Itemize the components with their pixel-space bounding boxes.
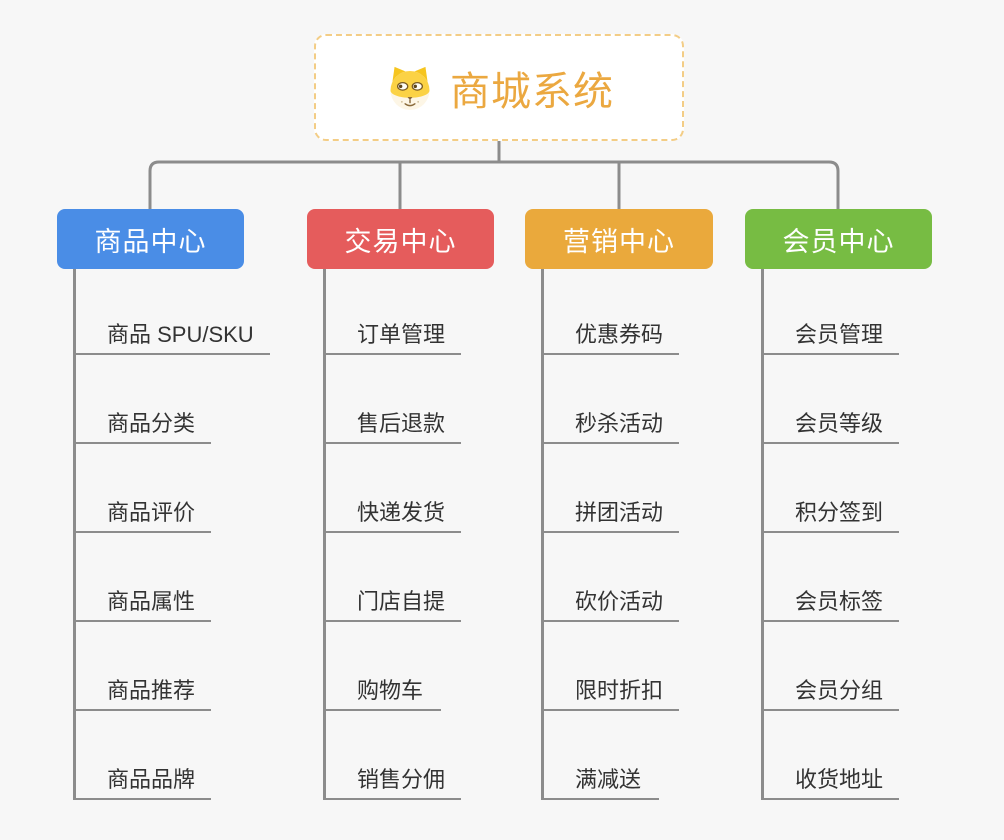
leaf-node[interactable]: 售后退款: [323, 355, 462, 444]
leaf-label: 购物车: [357, 677, 424, 703]
leaf-node[interactable]: 商品属性: [73, 533, 212, 622]
leaf-node[interactable]: 商品 SPU/SKU: [73, 266, 270, 355]
leaf-node[interactable]: 秒杀活动: [541, 355, 680, 444]
leaf-label: 门店自提: [357, 588, 446, 614]
leaf-label: 商品推荐: [107, 677, 196, 703]
leaf-node[interactable]: 商品评价: [73, 444, 212, 533]
leaf-label: 积分签到: [795, 499, 884, 525]
leaf-label: 满减送: [575, 766, 642, 792]
leaf-node[interactable]: 销售分佣: [323, 711, 462, 800]
leaf-node[interactable]: 门店自提: [323, 533, 462, 622]
leaf-node[interactable]: 商品分类: [73, 355, 212, 444]
leaf-label: 订单管理: [357, 321, 446, 347]
leaf-node[interactable]: 满减送: [541, 711, 659, 800]
branch-label: 交易中心: [344, 226, 457, 257]
leaf-node[interactable]: 会员管理: [761, 266, 900, 355]
branch-node-product-center[interactable]: 商品中心: [57, 209, 244, 269]
leaf-label: 商品评价: [107, 499, 196, 525]
leaf-column-member: 会员管理 会员等级 积分签到 会员标签 会员分组 收货地址: [761, 266, 900, 800]
branch-node-marketing-center[interactable]: 营销中心: [525, 209, 713, 269]
leaf-label: 拼团活动: [575, 499, 664, 525]
leaf-label: 快递发货: [357, 499, 446, 525]
leaf-label: 商品品牌: [107, 766, 196, 792]
branch-label: 营销中心: [563, 226, 675, 257]
leaf-node[interactable]: 会员标签: [761, 533, 900, 622]
leaf-column-trade: 订单管理 售后退款 快递发货 门店自提 购物车 销售分佣: [323, 266, 462, 800]
leaf-node[interactable]: 快递发货: [323, 444, 462, 533]
leaf-label: 会员等级: [795, 410, 884, 436]
leaf-node[interactable]: 砍价活动: [541, 533, 680, 622]
leaf-label: 商品属性: [107, 588, 196, 614]
leaf-label: 售后退款: [357, 410, 446, 436]
root-title: 商城系统: [450, 69, 614, 114]
leaf-label: 会员分组: [795, 677, 884, 703]
connector-bus: [148, 160, 840, 210]
branch-label: 会员中心: [782, 226, 895, 257]
leaf-node[interactable]: 商品推荐: [73, 622, 212, 711]
leaf-node[interactable]: 积分签到: [761, 444, 900, 533]
leaf-node[interactable]: 订单管理: [323, 266, 462, 355]
leaf-label: 商品分类: [107, 410, 196, 436]
leaf-node[interactable]: 优惠券码: [541, 266, 680, 355]
leaf-column-marketing: 优惠券码 秒杀活动 拼团活动 砍价活动 限时折扣 满减送: [541, 266, 680, 800]
leaf-label: 会员管理: [795, 321, 884, 347]
leaf-label: 会员标签: [795, 588, 884, 614]
leaf-node[interactable]: 收货地址: [761, 711, 900, 800]
branch-node-member-center[interactable]: 会员中心: [745, 209, 932, 269]
leaf-node[interactable]: 会员分组: [761, 622, 900, 711]
dog-face-icon: [390, 66, 430, 110]
root-node[interactable]: 商城系统: [314, 34, 684, 141]
leaf-node[interactable]: 拼团活动: [541, 444, 680, 533]
leaf-label: 限时折扣: [575, 677, 664, 703]
leaf-node[interactable]: 会员等级: [761, 355, 900, 444]
leaf-label: 销售分佣: [357, 766, 446, 792]
leaf-node[interactable]: 限时折扣: [541, 622, 680, 711]
leaf-label: 优惠券码: [575, 321, 664, 347]
leaf-label: 砍价活动: [575, 588, 664, 614]
branch-label: 商品中心: [94, 226, 207, 257]
leaf-node[interactable]: 商品品牌: [73, 711, 212, 800]
leaf-node[interactable]: 购物车: [323, 622, 441, 711]
leaf-column-product: 商品 SPU/SKU 商品分类 商品评价 商品属性 商品推荐 商品品牌: [73, 266, 270, 800]
branch-node-trade-center[interactable]: 交易中心: [307, 209, 494, 269]
leaf-label: 商品 SPU/SKU: [107, 321, 254, 347]
leaf-label: 秒杀活动: [575, 410, 664, 436]
leaf-label: 收货地址: [795, 766, 884, 792]
